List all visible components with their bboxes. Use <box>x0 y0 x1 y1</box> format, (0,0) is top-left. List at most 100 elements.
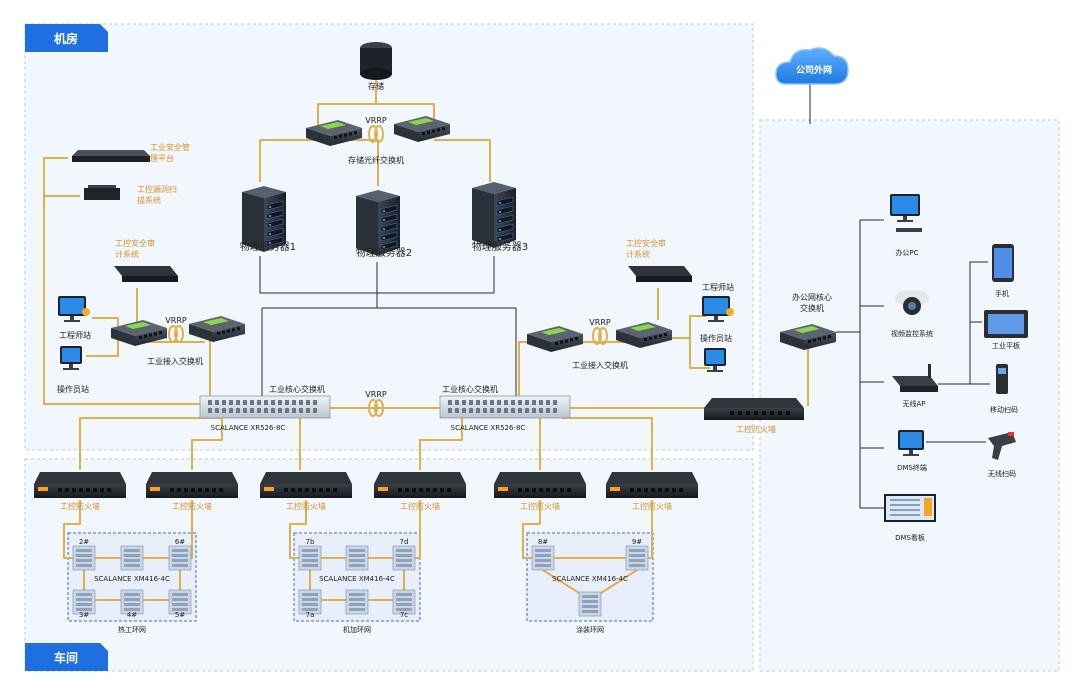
firewall-port <box>100 488 104 492</box>
firewall-port <box>398 488 402 492</box>
workshop-firewall-label: 工控防火墙 <box>520 501 560 511</box>
switch-port <box>560 340 563 344</box>
workshop-firewall-label: 工控防火墙 <box>286 501 326 511</box>
ring-switch-port <box>349 549 365 552</box>
phone-label: 手机 <box>995 289 1009 298</box>
core-port <box>532 408 536 413</box>
switch-port <box>427 130 430 134</box>
server-1 <box>242 186 286 252</box>
core-port <box>525 400 529 405</box>
box-top <box>88 185 116 188</box>
firewall-port <box>107 488 111 492</box>
workshop-firewall-label: 工控防火墙 <box>400 501 440 511</box>
server-bay <box>496 232 514 243</box>
ring-switch-port <box>535 549 551 552</box>
ring-switch-port <box>582 605 598 608</box>
server-bay <box>380 231 398 242</box>
firewall-port <box>426 488 430 492</box>
firewall-port <box>447 488 451 492</box>
server-led <box>269 233 271 235</box>
zone-tag-room <box>25 24 108 52</box>
core-port <box>546 408 550 413</box>
tablet-screen <box>988 314 1024 334</box>
core-port <box>236 408 240 413</box>
switch-port <box>818 337 821 341</box>
firewall-port <box>630 488 634 492</box>
workshop-firewall-3 <box>260 472 352 498</box>
firewall-port <box>567 488 571 492</box>
ring-switch-port <box>535 559 551 562</box>
switch-side <box>780 332 804 350</box>
ring-switch-port <box>396 608 412 611</box>
firewall-logo <box>38 487 48 491</box>
vrrp-ring <box>168 325 178 343</box>
firewall-port <box>191 488 195 492</box>
link-left-operator <box>86 340 119 357</box>
disk-bottom <box>360 68 392 80</box>
switch-port <box>334 136 337 139</box>
server-2-label: 物理服务器2 <box>356 246 412 259</box>
core-port <box>532 400 536 405</box>
switch-port <box>422 132 425 135</box>
ring-switch-port <box>302 598 318 601</box>
core-port <box>511 408 515 413</box>
left-audit-device <box>114 266 178 282</box>
monitor-stand <box>69 364 73 368</box>
firewall-port <box>419 488 423 492</box>
core-port <box>553 408 557 413</box>
firewall-port <box>312 488 316 492</box>
ring-switch-port <box>172 559 188 562</box>
switch-port <box>664 333 667 337</box>
switch-port <box>432 129 435 133</box>
core-port <box>278 408 282 413</box>
mobile-phone <box>992 244 1014 282</box>
camera-glass <box>908 302 916 310</box>
ring-switch-port <box>302 608 318 611</box>
left-audit-label: 计系统 <box>115 249 139 259</box>
firewall-top <box>260 472 352 484</box>
ring-switch-port <box>76 598 92 601</box>
switch-display <box>794 326 820 333</box>
server-bay <box>496 205 514 216</box>
ring-switch-port <box>124 549 140 552</box>
right-operator-station <box>704 348 726 372</box>
firewall-port <box>539 488 543 492</box>
firewall-port <box>679 488 683 492</box>
board-row <box>890 504 920 506</box>
core-port <box>299 400 303 405</box>
link-core-fw-1 <box>79 417 222 470</box>
vrrp-label: VRRP <box>365 390 387 399</box>
ring-switch-port <box>396 554 412 557</box>
firewall-port <box>284 488 288 492</box>
cloud-label: 公司外网 <box>796 64 832 76</box>
vuln-scan-label: 描系统 <box>137 195 161 205</box>
server-2 <box>356 190 400 256</box>
server-led <box>383 237 385 239</box>
ring-model-label: SCALANCE XM416-4C <box>552 575 628 583</box>
switch-port <box>654 335 657 339</box>
link-core-fw-2 <box>191 418 223 470</box>
ring-switch-port <box>302 559 318 562</box>
audit-front <box>122 276 178 282</box>
core-port <box>250 400 254 405</box>
firewall-port <box>672 488 676 492</box>
core-port <box>546 400 550 405</box>
firewall-port <box>79 488 83 492</box>
ap-antenna <box>928 364 931 378</box>
scanner-tip <box>1008 432 1014 436</box>
ring-node-label: 7d <box>400 538 409 546</box>
core-port <box>292 408 296 413</box>
core-port <box>504 400 508 405</box>
industrial-tablet <box>984 310 1028 338</box>
core-port <box>490 408 494 413</box>
server-led <box>499 211 501 213</box>
vrrp-ring <box>598 327 608 345</box>
ring-name-label: 机加环网 <box>343 625 371 634</box>
core-port <box>208 400 212 405</box>
left-access-switch-a <box>111 320 167 346</box>
zone-layer <box>24 23 1060 672</box>
core-port <box>448 408 452 413</box>
switch-top <box>527 326 583 342</box>
core-port <box>292 400 296 405</box>
switch-port <box>555 342 558 345</box>
